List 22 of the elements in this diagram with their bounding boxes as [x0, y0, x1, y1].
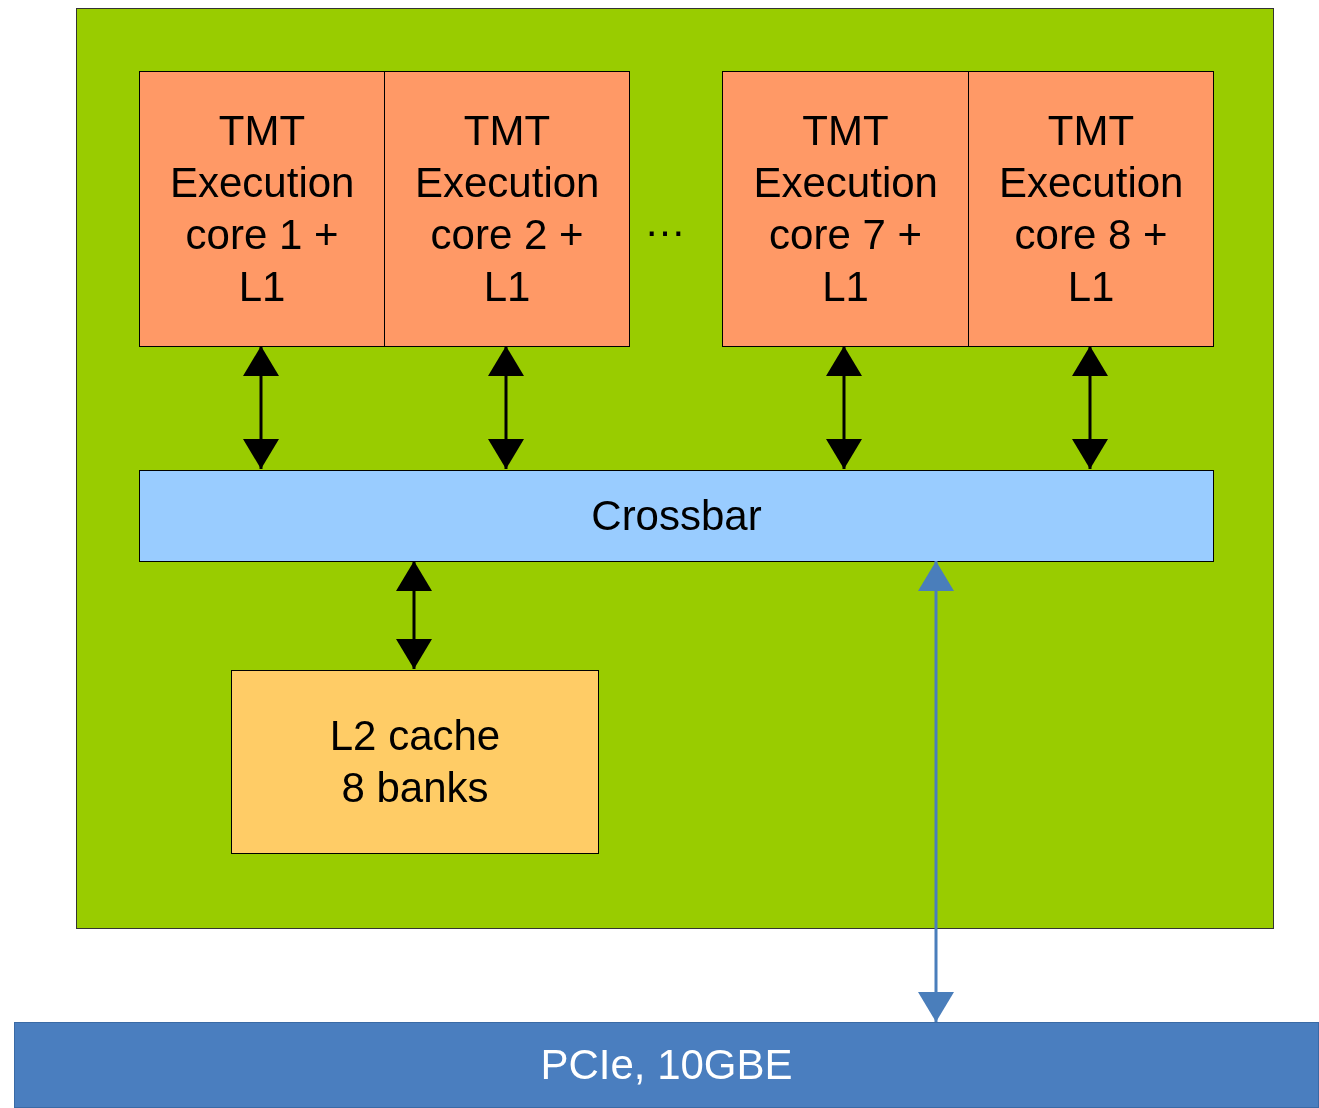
arrow: [1072, 346, 1108, 469]
io-bar: [14, 1022, 1319, 1108]
node-label: TMT Execution core 8 + L1: [998, 106, 1185, 312]
cache-box: [231, 670, 599, 854]
arrow: [396, 561, 432, 669]
node-label: TMT Execution core 1 + L1: [169, 106, 356, 312]
node-label: L2 cache 8 banks: [328, 711, 502, 813]
node-label: PCIe, 10GBE: [539, 1040, 794, 1090]
arrow: [918, 561, 954, 1022]
core-box: [968, 71, 1214, 347]
core-box: [139, 71, 385, 347]
ellipsis-label: …: [644, 197, 686, 247]
node-label: TMT Execution core 7 + L1: [752, 106, 939, 312]
crossbar-bar: [139, 470, 1214, 562]
arrow: [488, 346, 524, 469]
node-label: Crossbar: [590, 491, 763, 541]
chip-box: [76, 8, 1274, 929]
core-box: [722, 71, 969, 347]
arrow: [826, 346, 862, 469]
arrow: [243, 346, 279, 469]
node-label: TMT Execution core 2 + L1: [414, 106, 601, 312]
core-box: [384, 71, 630, 347]
